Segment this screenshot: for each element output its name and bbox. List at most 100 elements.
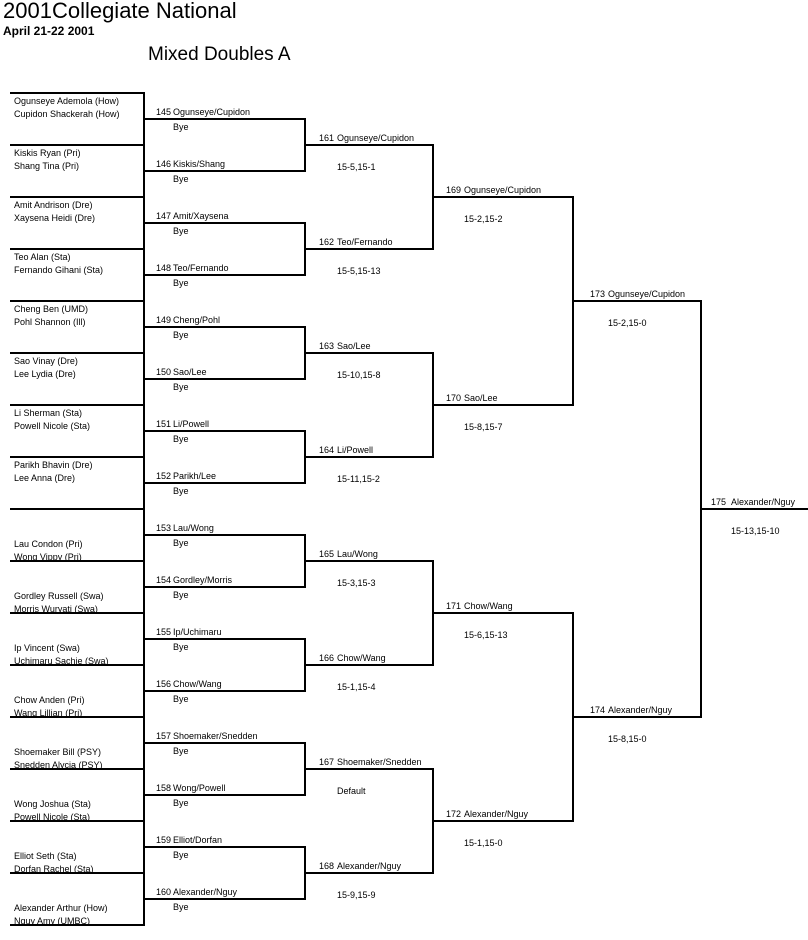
match-number: 151 — [156, 419, 172, 429]
tournament-title: 2001Collegiate National — [3, 0, 237, 23]
entry-line — [10, 612, 144, 614]
match-winner: Ogunseye/Cupidon — [173, 107, 251, 117]
match-number: 162 — [319, 237, 335, 247]
match-number: 165 — [319, 549, 335, 559]
player-name: Shang Tina (Pri) — [14, 161, 80, 171]
match-winner: Kiskis/Shang — [173, 159, 226, 169]
player-name: Ogunseye Ademola (How) — [14, 96, 120, 106]
match-winner: Wong/Powell — [173, 783, 226, 793]
match-line — [305, 768, 433, 770]
match-winner: Ogunseye/Cupidon — [464, 185, 542, 195]
match-line — [305, 248, 433, 250]
tournament-date: April 21-22 2001 — [3, 24, 95, 38]
match-number: 159 — [156, 835, 172, 845]
match-line — [144, 118, 305, 120]
match-winner: Li/Powell — [173, 419, 210, 429]
player-name: Wong Vippy (Pri) — [14, 552, 82, 562]
entry-line — [10, 768, 144, 770]
match-line — [433, 612, 573, 614]
bye-label: Bye — [173, 538, 189, 548]
match-line — [144, 534, 305, 536]
match-winner: Alexander/Nguy — [464, 809, 529, 819]
match-number: 147 — [156, 211, 172, 221]
match-winner: Amit/Xaysena — [173, 211, 229, 221]
match-line — [144, 378, 305, 380]
bye-label: Bye — [173, 694, 189, 704]
match-score: 15-11,15-2 — [337, 474, 380, 484]
match-line — [573, 300, 701, 302]
match-winner: Chow/Wang — [337, 653, 386, 663]
player-name: Lee Anna (Dre) — [14, 473, 76, 483]
bye-label: Bye — [173, 382, 189, 392]
match-line — [305, 352, 433, 354]
match-score: 15-1,15-0 — [464, 838, 503, 848]
player-name: Gordley Russell (Swa) — [14, 591, 104, 601]
match-winner: Sao/Lee — [464, 393, 498, 403]
player-name: Morris Wuryati (Swa) — [14, 604, 98, 614]
player-name: Chow Anden (Pri) — [14, 695, 85, 705]
match-line — [433, 196, 573, 198]
player-name: Elliot Seth (Sta) — [14, 851, 77, 861]
player-name: Alexander Arthur (How) — [14, 903, 108, 913]
player-name: Powell Nicole (Sta) — [14, 421, 91, 431]
player-name: Cheng Ben (UMD) — [14, 304, 89, 314]
match-winner: Li/Powell — [337, 445, 374, 455]
player-name: Li Sherman (Sta) — [14, 408, 83, 418]
match-line — [144, 586, 305, 588]
match-line — [144, 846, 305, 848]
player-name: Teo Alan (Sta) — [14, 252, 71, 262]
bye-label: Bye — [173, 642, 189, 652]
match-number: 166 — [319, 653, 335, 663]
entry-line — [10, 924, 144, 926]
match-score: 15-9,15-9 — [337, 890, 376, 900]
bye-label: Bye — [173, 486, 189, 496]
match-number: 161 — [319, 133, 335, 143]
bye-label: Bye — [173, 590, 189, 600]
player-name: Fernando Gihani (Sta) — [14, 265, 104, 275]
match-score: 15-13,15-10 — [731, 526, 780, 536]
player-name: Nguy Amy (UMBC) — [14, 916, 91, 926]
event-title: Mixed Doubles A — [148, 44, 291, 65]
match-score: 15-1,15-4 — [337, 682, 376, 692]
match-number: 173 — [590, 289, 606, 299]
match-number: 156 — [156, 679, 172, 689]
match-winner: Shoemaker/Snedden — [173, 731, 258, 741]
match-winner: Lau/Wong — [173, 523, 214, 533]
player-name: Cupidon Shackerah (How) — [14, 109, 120, 119]
match-number: 171 — [446, 601, 462, 611]
bye-label: Bye — [173, 746, 189, 756]
match-number: 169 — [446, 185, 462, 195]
match-number: 149 — [156, 315, 172, 325]
match-number: 148 — [156, 263, 172, 273]
match-number: 157 — [156, 731, 172, 741]
match-line — [573, 716, 701, 718]
match-line — [305, 144, 433, 146]
match-number: 158 — [156, 783, 172, 793]
player-name: Lau Condon (Pri) — [14, 539, 83, 549]
bye-label: Bye — [173, 434, 189, 444]
match-winner: Parikh/Lee — [173, 471, 217, 481]
player-name: Powell Nicole (Sta) — [14, 812, 91, 822]
bye-label: Bye — [173, 278, 189, 288]
match-winner: Alexander/Nguy — [337, 861, 402, 871]
match-line — [144, 742, 305, 744]
player-name: Amit Andrison (Dre) — [14, 200, 93, 210]
match-line — [144, 170, 305, 172]
match-score: 15-5,15-1 — [337, 162, 376, 172]
entry-line — [10, 300, 144, 302]
match-line — [433, 820, 573, 822]
match-number: 160 — [156, 887, 172, 897]
match-number: 153 — [156, 523, 172, 533]
match-score: 15-8,15-0 — [608, 734, 647, 744]
match-line — [144, 638, 305, 640]
entry-line — [10, 716, 144, 718]
match-line — [305, 664, 433, 666]
match-winner: Teo/Fernando — [337, 237, 393, 247]
match-score: 15-10,15-8 — [337, 370, 381, 380]
match-number: 146 — [156, 159, 172, 169]
match-winner: Chow/Wang — [464, 601, 513, 611]
entry-line — [10, 92, 144, 94]
match-number: 168 — [319, 861, 335, 871]
match-line — [144, 326, 305, 328]
match-number: 174 — [590, 705, 606, 715]
